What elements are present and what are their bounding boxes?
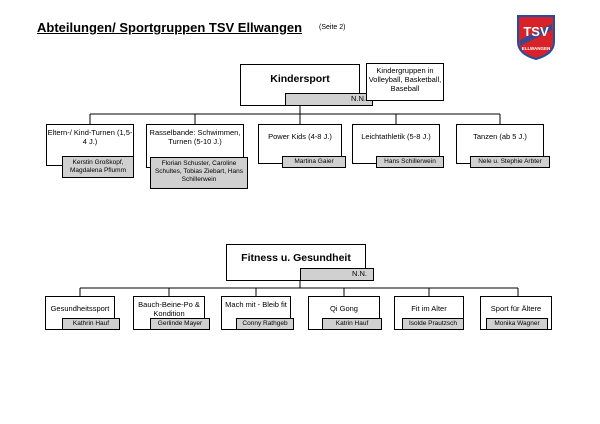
group-lead-tag: Monika Wagner [486, 318, 548, 330]
group-name: Eltern-/ Kind-Turnen (1,5-4 J.) [47, 128, 133, 146]
group-lead-tag: Florian Schuster, Caroline Schultes, Tob… [150, 157, 248, 189]
logo-subtext: ELLWANGEN [522, 46, 551, 51]
group-lead-tag: Kathrin Hauf [62, 318, 120, 330]
group-lead-tag: Conny Rathgeb [236, 318, 294, 330]
group-lead-tag: Hans Schillerwein [376, 156, 444, 168]
group-name: Power Kids (4-8 J.) [268, 132, 332, 141]
tsv-ellwangen-logo: TSV ELLWANGEN [516, 14, 556, 65]
group-name: Rasselbande: Schwimmen, Turnen (5-10 J.) [149, 128, 241, 146]
page-note: (Seite 2) [319, 24, 346, 31]
group-name: Sport für Ältere [490, 304, 542, 313]
fitness-lead-tag: N.N. [300, 268, 374, 281]
group-name: Leichtathletik (5-8 J.) [361, 132, 431, 141]
group-name: Fit im Alter [411, 304, 447, 313]
group-name: Tanzen (ab 5 J.) [473, 132, 527, 141]
page-title: Abteilungen/ Sportgruppen TSV Ellwangen [37, 20, 303, 35]
kindergruppen-info-text: Kindergruppen in Volleyball, Basketball,… [368, 66, 442, 93]
kindersport-lead-tag: N.N. [285, 93, 373, 106]
group-lead-tag: Gerlinde Mayer [150, 318, 210, 330]
fitness-title: Fitness u. Gesundheit [241, 252, 351, 264]
group-name: Qi Gong [330, 304, 358, 313]
group-lead-tag: Nele u. Stephie Arbter [470, 156, 550, 168]
logo-letters: TSV [523, 24, 549, 39]
group-lead-tag: Isolde Prautzsch [402, 318, 464, 330]
group-name: Mach mit - Bleib fit [225, 300, 287, 309]
kindergruppen-info-box: Kindergruppen in Volleyball, Basketball,… [366, 63, 444, 101]
group-name: Bauch-Beine-Po & Kondition [138, 300, 200, 318]
group-lead-tag: Martina Gaier [282, 156, 346, 168]
kindersport-title: Kindersport [270, 73, 330, 85]
group-name: Gesundheitssport [50, 304, 110, 313]
group-lead-tag: Kerstin Großkopf, Magdalena Pflumm [62, 156, 134, 178]
group-lead-tag: Katrin Hauf [322, 318, 382, 330]
